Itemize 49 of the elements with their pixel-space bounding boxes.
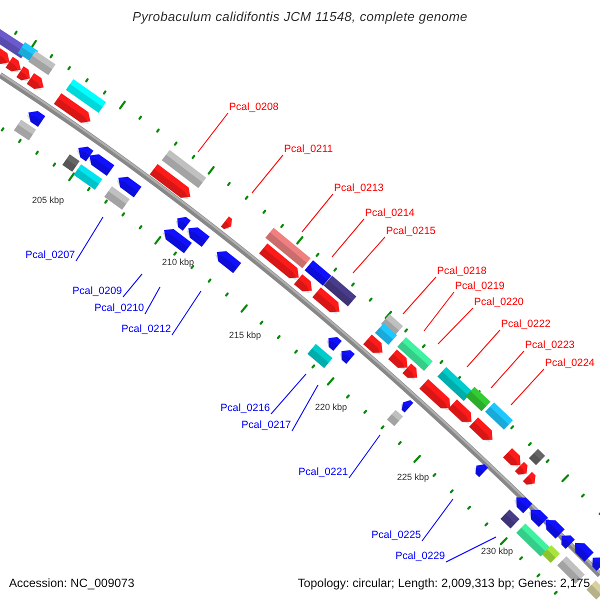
gene-label: Pcal_0212 (120, 323, 172, 335)
leader-line (302, 194, 334, 232)
scale-label: 205 kbp (32, 195, 64, 205)
gene-label: Pcal_0207 (24, 249, 76, 261)
leader-line (422, 498, 454, 542)
scale-label: 225 kbp (396, 472, 430, 482)
gene-label: Pcal_0210 (93, 302, 145, 314)
gene-label: Pcal_0229 (394, 550, 446, 562)
leader-line (510, 368, 544, 406)
gene-label: Pcal_0208 (228, 101, 280, 113)
gene-label: Pcal_0219 (454, 280, 506, 292)
leader-line (332, 218, 364, 258)
leader-line (122, 274, 142, 298)
leader-line (172, 290, 202, 336)
info-text: Accession: NC_009073 (9, 576, 134, 590)
leader-line (292, 384, 318, 432)
gene-label: Pcal_0214 (364, 207, 416, 219)
leader-line (466, 330, 500, 368)
leader-line (270, 374, 306, 414)
leader-line (424, 292, 454, 332)
gene-label: Pcal_0217 (240, 419, 292, 431)
scale-label: 210 kbp (162, 257, 194, 267)
gene-label: Pcal_0220 (473, 296, 525, 308)
leader-line (352, 236, 386, 274)
scale-label: 230 kbp (480, 546, 514, 556)
gene-label: Pcal_0216 (219, 402, 271, 414)
leader-line (198, 112, 228, 152)
chart-title: Pyrobaculum calidifontis JCM 11548, complete genome (131, 9, 469, 24)
leader-line (438, 308, 474, 344)
leader-line (348, 434, 380, 478)
scale-label: 215 kbp (228, 330, 262, 340)
leader-line (144, 286, 160, 314)
gene-label: Pcal_0221 (297, 466, 349, 478)
gene-label: Pcal_0224 (544, 357, 596, 369)
gene-label: Pcal_0215 (385, 225, 437, 237)
gene-label: Pcal_0222 (500, 318, 552, 330)
leader-line (402, 276, 436, 314)
gene-label: Pcal_0209 (71, 285, 123, 297)
gene-label: Pcal_0223 (524, 339, 576, 351)
gene-label: Pcal_0218 (436, 265, 488, 277)
scale-label: 220 kbp (314, 402, 348, 412)
leader-line (446, 536, 496, 562)
leader-line (490, 350, 524, 388)
gene-label: Pcal_0211 (283, 143, 334, 155)
info-text: Topology: circular; Length: 2,009,313 bp; Genes: 2,175 (298, 576, 590, 590)
leader-line (252, 154, 284, 194)
leader-line (76, 216, 104, 262)
gene-label: Pcal_0213 (333, 182, 385, 194)
gene-label: Pcal_0225 (370, 529, 422, 541)
